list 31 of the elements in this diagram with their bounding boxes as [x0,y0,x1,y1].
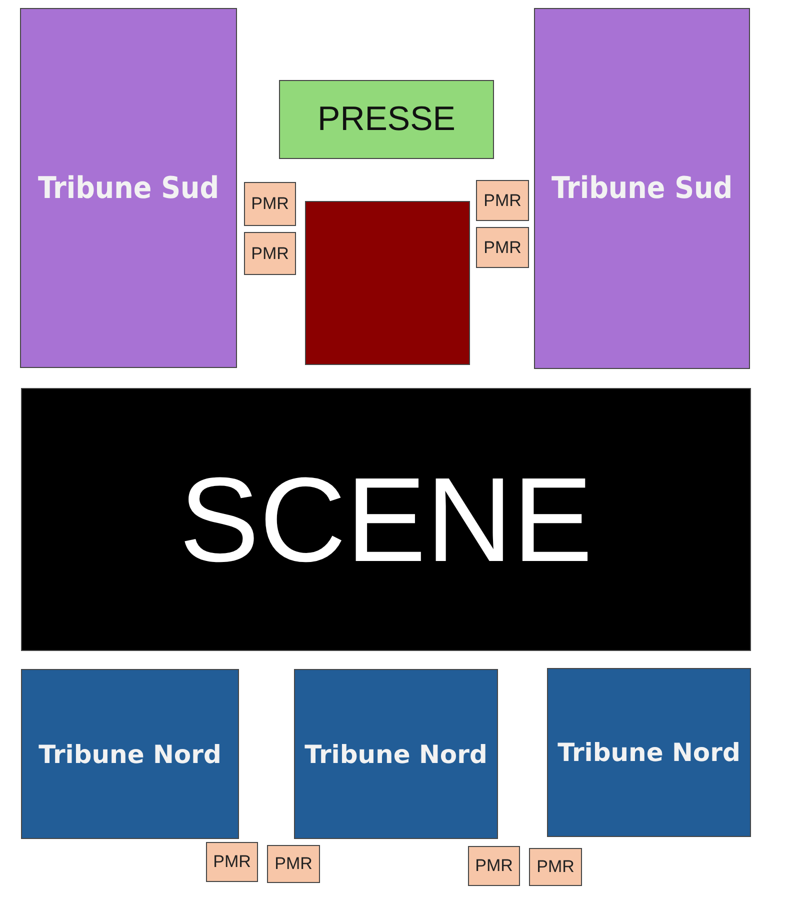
stage-label: SCENE [179,452,593,588]
accessible-seating-box [267,845,320,883]
seating-stand [547,668,751,837]
section-label: Tribune Nord [558,738,740,767]
section-label: Tribune Sud [551,171,733,206]
seating-stand [534,8,750,369]
area-label: PMR [251,244,289,264]
seating-stand [294,669,498,839]
area-label: PMR [484,190,522,210]
seating-stand [20,8,237,368]
area-label: PRESSE [318,100,456,139]
area-label: PMR [536,857,574,877]
press-area [279,80,494,159]
area-label: PMR [484,238,522,258]
section-label: Tribune Nord [304,740,488,768]
accessible-seating-box [244,232,296,275]
accessible-seating-box [206,842,258,882]
area-label: PMR [213,852,251,872]
section-label: Tribune Sud [38,170,220,206]
accessible-seating-box [244,182,296,226]
floor-area [305,201,470,365]
accessible-seating-box [529,848,582,886]
accessible-seating-box [468,846,520,886]
area-label: PMR [475,856,513,876]
area-label: PMR [251,194,289,214]
accessible-seating-box [476,227,529,268]
section-label: Tribune Nord [38,740,222,768]
seating-stand [21,669,239,839]
stage-area [21,388,751,651]
accessible-seating-box [476,180,529,221]
area-label: PMR [274,854,312,874]
